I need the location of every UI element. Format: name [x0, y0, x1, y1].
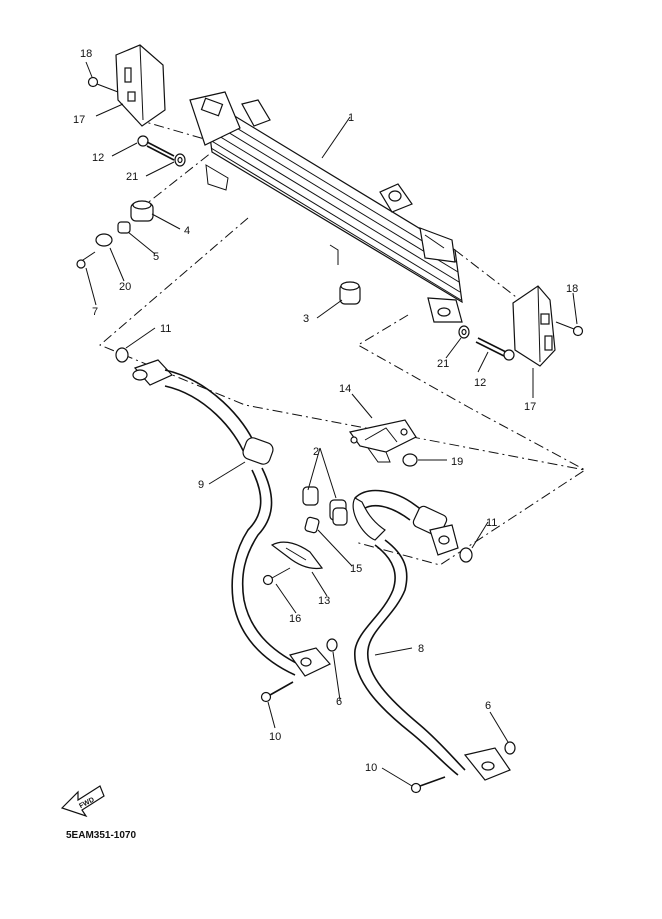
o-ring-6-left: [326, 638, 338, 652]
callout-19: 19: [451, 456, 463, 468]
o-ring-11-left: [115, 347, 129, 363]
bolt-7: [76, 251, 96, 269]
callout-9: 9: [198, 479, 204, 491]
cooler-bracket-right: [512, 285, 556, 367]
clamp-13: [270, 541, 324, 570]
figure-code: 5EAM351-1070: [66, 830, 136, 841]
bolt-10-left: [260, 681, 294, 703]
collar-21-right: [458, 325, 470, 339]
callout-12a: 12: [92, 152, 104, 164]
o-ring-11-right: [459, 547, 473, 563]
callout-6a: 6: [336, 696, 342, 708]
leader-lines: [85, 61, 578, 787]
o-ring-6-right: [504, 741, 516, 755]
callout-3: 3: [303, 313, 309, 325]
bolt-10-right: [410, 776, 446, 794]
oil-cooler: [189, 91, 463, 323]
bolt-12-right: [475, 337, 515, 361]
callout-11a: 11: [160, 323, 171, 335]
cooler-bracket-left: [115, 44, 166, 127]
callout-20: 20: [119, 281, 131, 293]
callout-7: 7: [92, 306, 98, 318]
callout-10a: 10: [269, 731, 281, 743]
hose-holder-14: [348, 419, 417, 463]
callout-21b: 21: [437, 358, 449, 370]
callout-18a: 18: [80, 48, 92, 60]
collar-15: [304, 516, 320, 534]
callout-21a: 21: [126, 171, 138, 183]
oil-hose-9: [132, 359, 331, 677]
callout-6b: 6: [485, 700, 491, 712]
collar-21-left: [174, 153, 186, 167]
damper-3: [339, 281, 361, 305]
bolt-16: [262, 567, 291, 586]
callout-8: 8: [418, 643, 424, 655]
oil-hose-8: [352, 489, 511, 781]
bolt-18-left: [87, 76, 119, 93]
callout-17a: 17: [73, 114, 85, 126]
callout-12b: 12: [474, 377, 486, 389]
callout-13: 13: [318, 595, 330, 607]
bushing-2-upper: [302, 486, 319, 506]
bolt-12-left: [137, 135, 175, 161]
washer-20: [95, 233, 113, 247]
fwd-arrow-icon: FWD: [60, 785, 105, 818]
bolt-18-right: [555, 321, 584, 337]
nut-19: [402, 453, 418, 467]
callout-5: 5: [153, 251, 159, 263]
callout-1: 1: [348, 112, 354, 124]
callout-4: 4: [184, 225, 190, 237]
callout-15: 15: [350, 563, 362, 575]
callout-16: 16: [289, 613, 301, 625]
callout-labels: 1 2 3 4 5 6 6 7 8 9 10 10 11 11 12 12 13…: [73, 48, 578, 774]
callout-2: 2: [313, 446, 319, 458]
callout-18b: 18: [566, 283, 578, 295]
callout-14: 14: [339, 383, 351, 395]
callout-10b: 10: [365, 762, 377, 774]
damper-4: [130, 200, 154, 222]
callout-11b: 11: [486, 517, 497, 529]
bushing-2-lower: [329, 499, 348, 526]
collar-5: [117, 221, 131, 234]
callout-17b: 17: [524, 401, 536, 413]
